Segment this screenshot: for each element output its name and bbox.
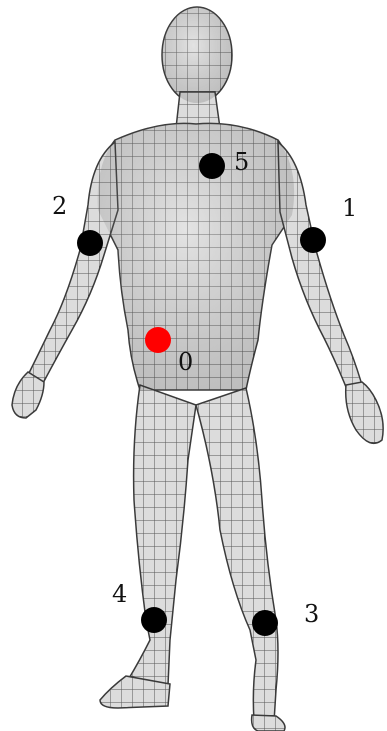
- marker-label-5: 5: [234, 148, 249, 176]
- marker-dot-1: [300, 227, 326, 253]
- left-hand: [346, 382, 383, 443]
- marker-dot-3: [252, 610, 278, 636]
- shading: [98, 7, 295, 390]
- marker-label-4: 4: [112, 580, 127, 608]
- right-hand: [12, 372, 44, 418]
- marker-label-2: 2: [52, 192, 67, 220]
- marker-dot-2: [77, 230, 103, 256]
- marker-dot-5: [199, 153, 225, 179]
- left-foot: [252, 715, 285, 731]
- marker-dot-4: [141, 607, 167, 633]
- left-leg: [196, 388, 278, 722]
- marker-label-1: 1: [342, 194, 357, 222]
- marker-label-3: 3: [304, 600, 319, 628]
- marker-dot-0: [145, 327, 171, 353]
- marker-label-0: 0: [178, 348, 193, 376]
- right-leg: [128, 385, 196, 687]
